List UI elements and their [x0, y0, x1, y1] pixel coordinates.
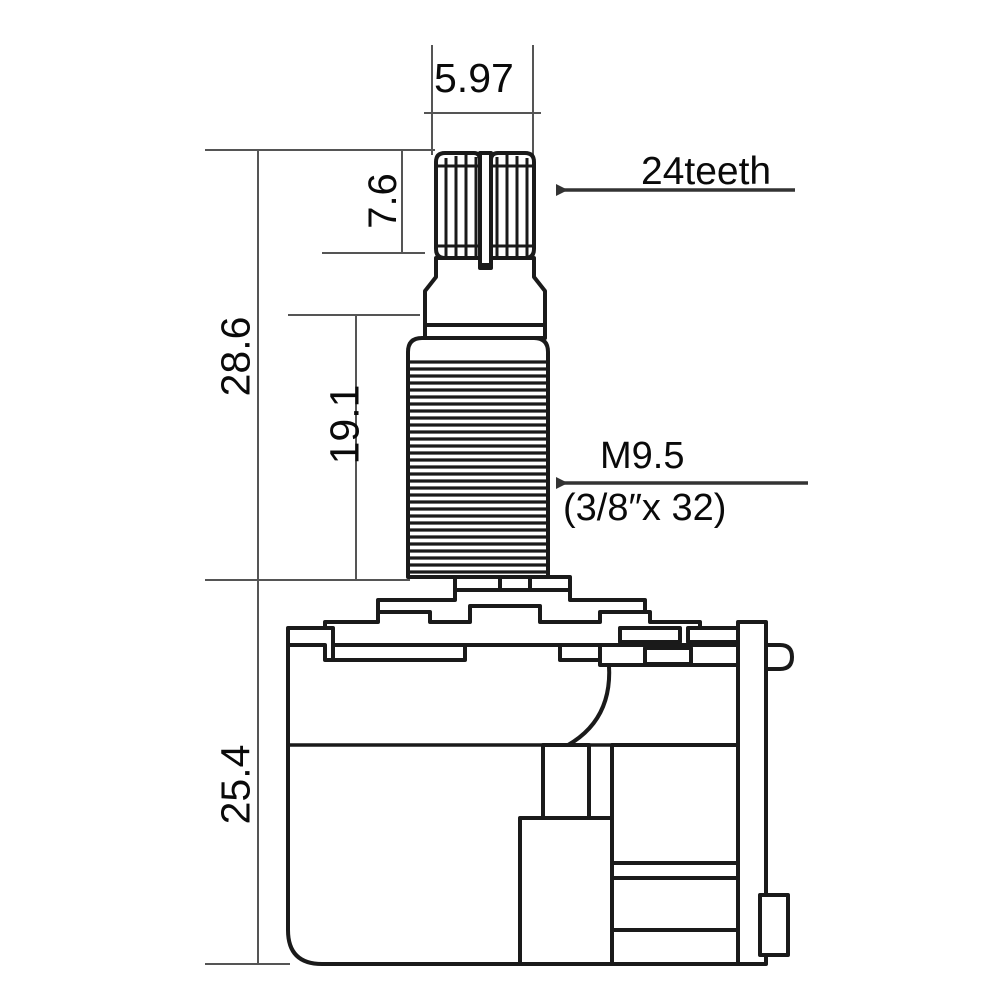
inner-rect-b: [518, 816, 614, 966]
annotation-m95: M9.5: [600, 435, 685, 477]
knurl-teeth-lines: [438, 155, 532, 256]
part-outlines: [286, 151, 794, 966]
dim-label-28-6: 28.6: [212, 316, 259, 397]
thread-lines: [408, 360, 548, 574]
leader-arrows: [556, 184, 808, 489]
knurled-shaft-icon: [434, 151, 536, 267]
annotation-24teeth: 24teeth: [641, 150, 772, 193]
dim-label-5-97: 5.97: [434, 55, 514, 101]
inner-rect-e: [610, 928, 742, 966]
terminal-lug-top: [764, 643, 794, 671]
dimension-lines: [205, 45, 541, 965]
terminal-strip: [736, 620, 768, 966]
dim-label-25-4: 25.4: [212, 744, 259, 825]
shaft-collar-upper: [423, 256, 547, 327]
knurl-left-half: [434, 151, 482, 260]
dim-label-7-6: 7.6: [360, 173, 405, 229]
shaft-collar-step: [423, 323, 547, 340]
dim-label-19-1: 19.1: [321, 384, 368, 465]
threaded-bushing: [406, 336, 550, 579]
annotation-thread-imperial: (3/8″x 32): [563, 487, 727, 529]
bracket-notch: [643, 646, 693, 666]
inner-rect-c: [610, 743, 742, 865]
terminal-lug-bottom: [758, 893, 790, 957]
housing-right-small-tab: [618, 626, 682, 644]
housing-right-tab-2: [686, 626, 745, 644]
shaft-center-slot: [478, 151, 493, 267]
inner-rect-d: [610, 876, 742, 932]
